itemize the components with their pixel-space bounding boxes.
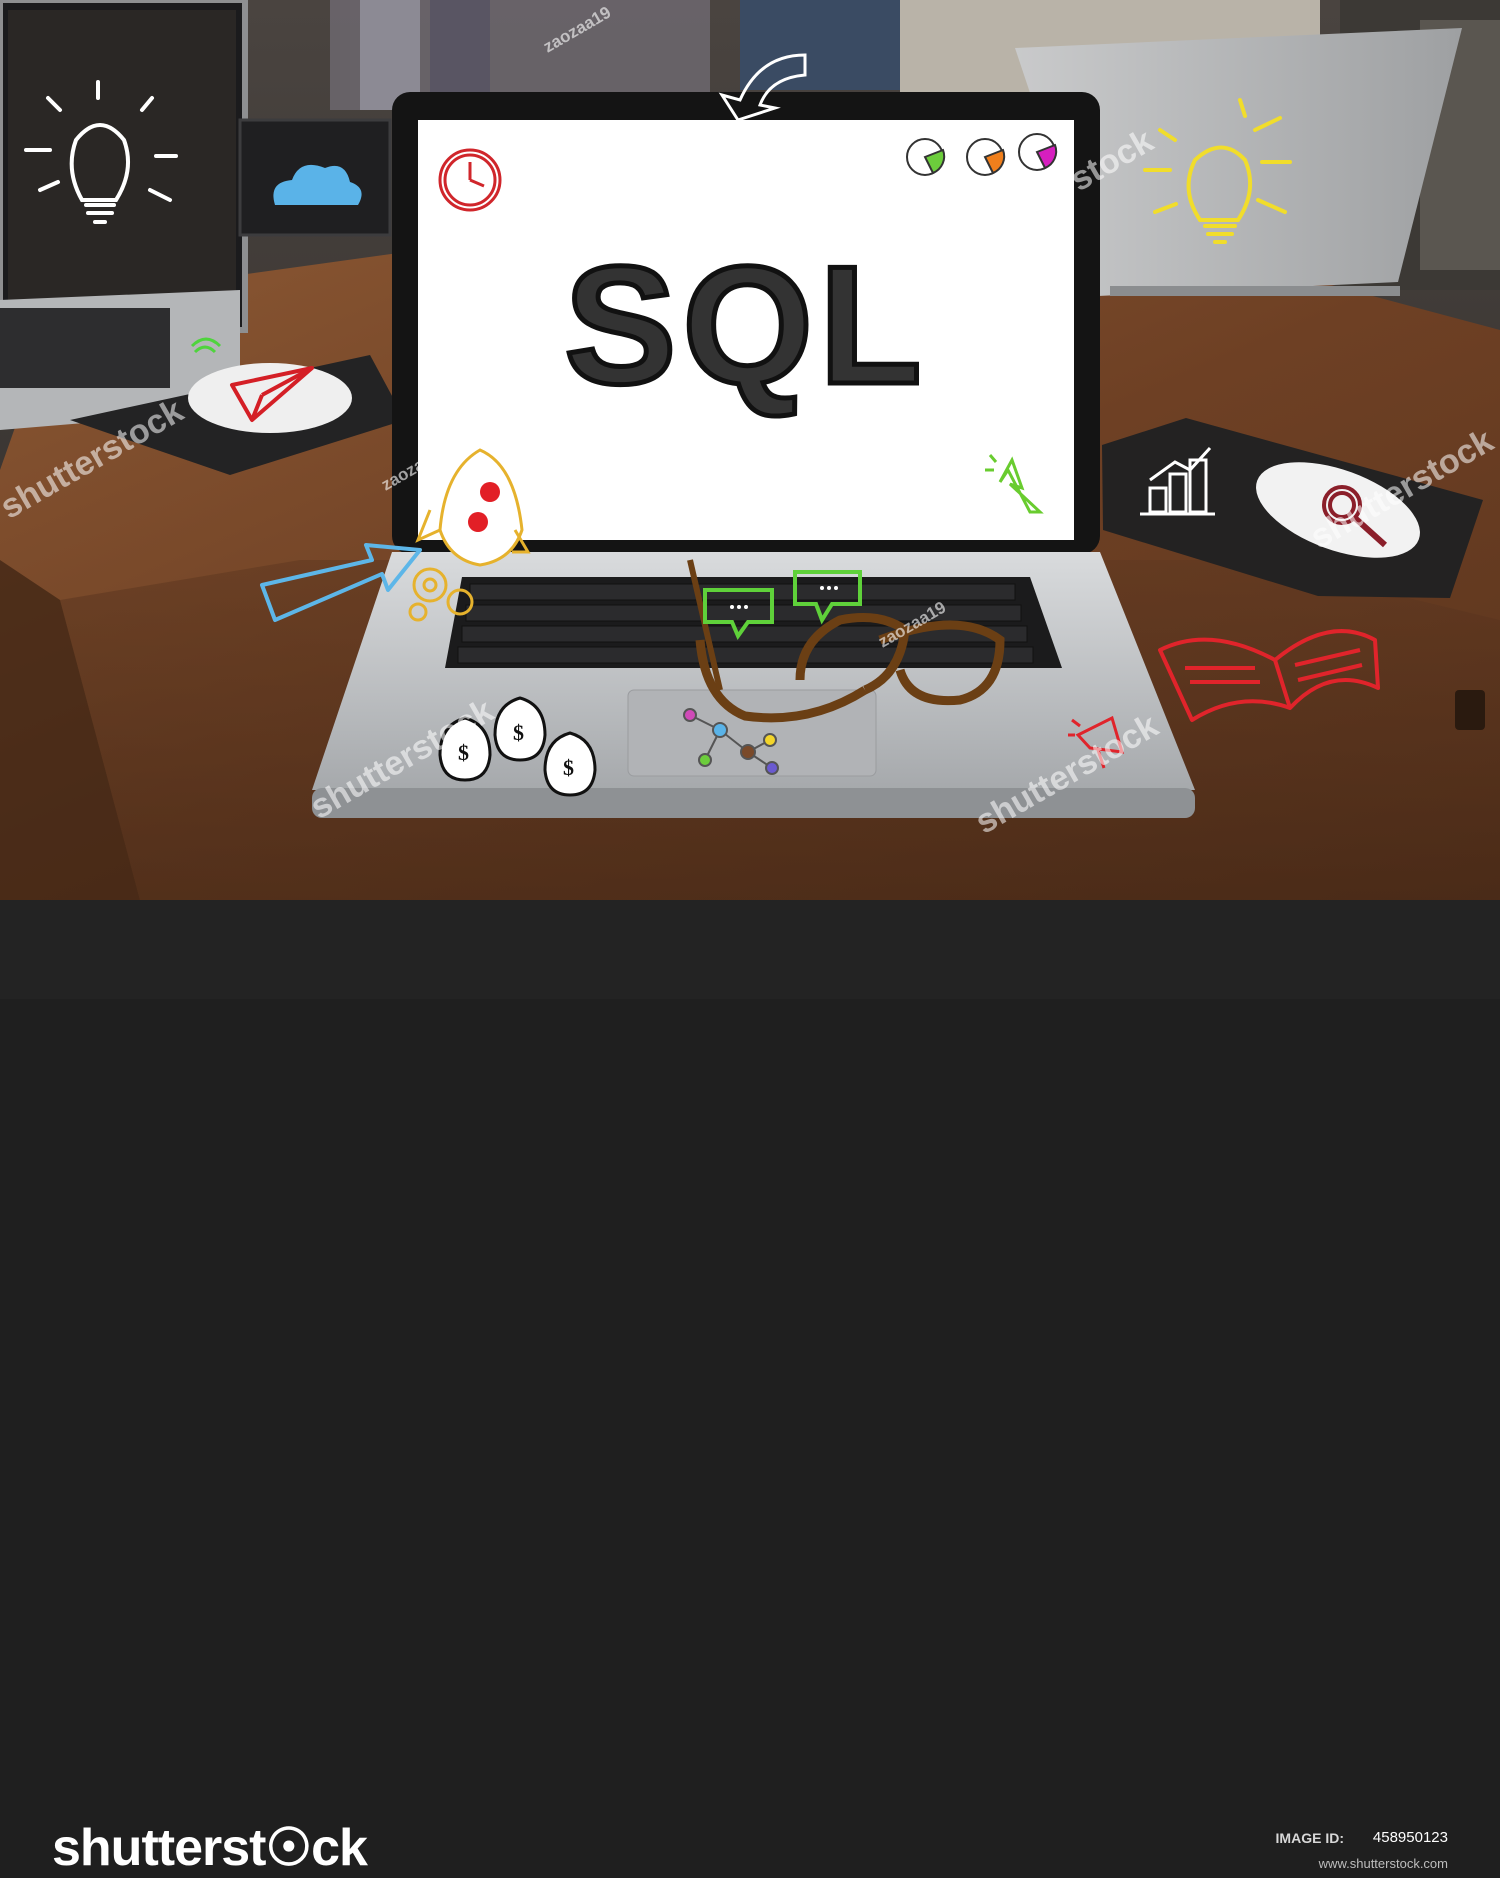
glasses	[687, 559, 1005, 723]
brand-logo[interactable]: shutterst☉ck	[52, 1819, 368, 1877]
svg-text:$: $	[563, 755, 574, 780]
pointer-arrow-icon	[260, 543, 422, 622]
left-laptop	[0, 0, 248, 430]
paper-plane-icon	[230, 366, 314, 422]
svg-text:$: $	[458, 740, 469, 765]
pie-chart-icon	[906, 133, 1058, 176]
footer-bar: shutterst☉ck IMAGE ID: 458950123 www.shu…	[0, 900, 1500, 1877]
image-id-label: IMAGE ID:	[1275, 1830, 1344, 1846]
magnifier-icon	[1322, 485, 1388, 548]
cloud-icon	[273, 164, 362, 205]
open-book-icon	[1158, 629, 1380, 722]
network-icon	[683, 708, 779, 775]
clock-icon	[438, 148, 502, 212]
lightbulb-icon	[1143, 98, 1292, 244]
megaphone-icon	[1068, 715, 1125, 769]
wifi-icon	[190, 337, 222, 354]
cursor-icon	[985, 454, 1044, 514]
money-bag-icon	[438, 696, 597, 797]
arrow-icon	[718, 53, 807, 122]
lightbulb-icon	[24, 80, 178, 224]
rocket-icon	[415, 448, 531, 567]
screen-headline: SQL	[562, 231, 928, 419]
photo-scene: $ $ $	[0, 0, 1500, 900]
svg-text:$: $	[513, 720, 524, 745]
speech-bubble-icon	[703, 570, 862, 641]
right-laptop	[1015, 28, 1462, 296]
image-id-value: 458950123	[1372, 1829, 1448, 1846]
bar-chart-icon	[1140, 446, 1215, 516]
gears-icon	[408, 567, 474, 622]
laptop-screen	[418, 120, 1074, 540]
site-url[interactable]: www.shutterstock.com	[1318, 1856, 1448, 1871]
